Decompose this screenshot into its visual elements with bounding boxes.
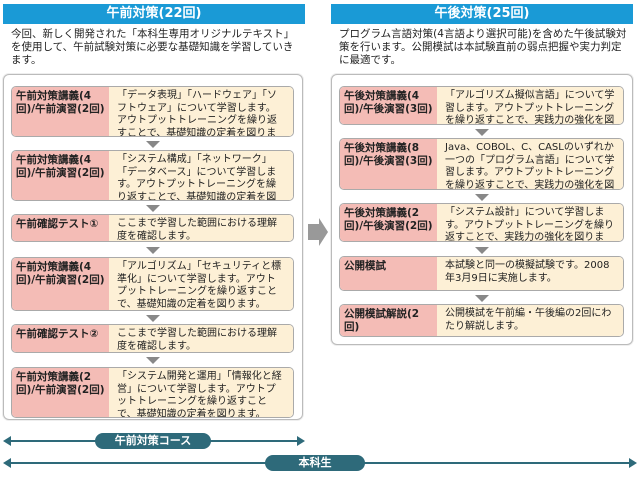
am-section: 午前対策(22回) 今回、新しく開発された「本科生専用オリジナルテキスト」を使用… (3, 4, 305, 74)
down-arrow-icon (146, 141, 160, 148)
step-label: 午前確認テスト① (12, 215, 109, 241)
pm-step: 午後対策講義(8回)/午後演習(3回)Java、COBOL、C、CASLのいずれ… (339, 138, 624, 190)
step-label: 公開模試 (340, 257, 437, 290)
step-label: 公開模試解説(2回) (340, 305, 437, 336)
step-text: 「アルゴリズム」「セキュリティと標準化」について学習します。アウトプットトレーニ… (109, 258, 293, 310)
step-label: 午前対策講義(2回)/午前演習(2回) (12, 368, 109, 417)
step-label: 午後対策講義(4回)/午後演習(3回) (340, 87, 437, 124)
pm-step: 午後対策講義(2回)/午後演習(2回)「システム設計」について学習します。アウト… (339, 203, 624, 242)
step-text: 公開模試を午前編・午後編の2回にわたり解説します。 (437, 305, 623, 336)
down-arrow-icon (146, 205, 160, 212)
down-arrow-icon (146, 315, 160, 322)
step-label: 午前対策講義(4回)/午前演習(2回) (12, 258, 109, 310)
down-arrow-icon (475, 129, 489, 136)
step-label: 午前確認テスト② (12, 325, 109, 352)
pm-section: 午後対策(25回) プログラム言語対策(4言語より選択可能)を含めた午後試験対策… (331, 4, 633, 74)
down-arrow-icon (146, 357, 160, 364)
am-course-label: 午前対策コース (95, 433, 211, 449)
step-label: 午後対策講義(2回)/午後演習(2回) (340, 204, 437, 241)
step-text: 「システム構成」「ネットワーク」「データベース」について学習します。アウトプット… (109, 151, 293, 200)
right-arrow-icon (308, 218, 328, 246)
pm-step: 午後対策講義(4回)/午後演習(3回)「アルゴリズム擬似言語」について学習します… (339, 86, 624, 125)
step-label: 午前対策講義(4回)/午前演習(2回) (12, 87, 109, 136)
pm-step: 公開模試本試験と同一の模擬試験です。2008年3月9日に実施します。 (339, 256, 624, 291)
down-arrow-icon (146, 247, 160, 254)
step-text: Java、COBOL、C、CASLのいずれか一つの「プログラム言語」について学習… (437, 139, 623, 189)
step-text: 「データ表現」「ハードウェア」「ソフトウェア」について学習します。アウトプットト… (109, 87, 293, 136)
step-text: 「システム設計」について学習します。アウトプットトレーニングを繰り返すことで、実… (437, 204, 623, 241)
pm-step: 公開模試解説(2回)公開模試を午前編・午後編の2回にわたり解説します。 (339, 304, 624, 337)
step-label: 午前対策講義(4回)/午前演習(2回) (12, 151, 109, 200)
am-description: 今回、新しく開発された「本科生専用オリジナルテキスト」を使用して、午前試験対策に… (11, 28, 295, 66)
am-step: 午前対策講義(2回)/午前演習(2回)「システム開発と運用」「情報化と経営」につ… (11, 367, 294, 418)
down-arrow-icon (475, 247, 489, 254)
step-text: ここまで学習した範囲における理解度を確認します。 (109, 325, 293, 352)
pm-title: 午後対策(25回) (331, 4, 633, 24)
step-text: 本試験と同一の模擬試験です。2008年3月9日に実施します。 (437, 257, 623, 290)
pm-steps-box: 午後対策講義(4回)/午後演習(3回)「アルゴリズム擬似言語」について学習します… (331, 74, 633, 345)
step-text: 「アルゴリズム擬似言語」について学習します。アウトプットトレーニングを繰り返すこ… (437, 87, 623, 124)
pm-description: プログラム言語対策(4言語より選択可能)を含めた午後試験対策を行います。公開模試… (339, 28, 627, 66)
am-title: 午前対策(22回) (3, 4, 305, 24)
main-course-label: 本科生 (265, 455, 365, 471)
step-text: ここまで学習した範囲における理解度を確認します。 (109, 215, 293, 241)
down-arrow-icon (475, 295, 489, 302)
down-arrow-icon (475, 194, 489, 201)
step-label: 午後対策講義(8回)/午後演習(3回) (340, 139, 437, 189)
am-step: 午前対策講義(4回)/午前演習(2回)「データ表現」「ハードウェア」「ソフトウェ… (11, 86, 294, 137)
am-steps-box: 午前対策講義(4回)/午前演習(2回)「データ表現」「ハードウェア」「ソフトウェ… (3, 74, 303, 420)
am-step: 午前対策講義(4回)/午前演習(2回)「システム構成」「ネットワーク」「データベ… (11, 150, 294, 201)
step-text: 「システム開発と運用」「情報化と経営」について学習します。アウトプットトレーニン… (109, 368, 293, 417)
am-step: 午前対策講義(4回)/午前演習(2回)「アルゴリズム」「セキュリティと標準化」に… (11, 257, 294, 311)
